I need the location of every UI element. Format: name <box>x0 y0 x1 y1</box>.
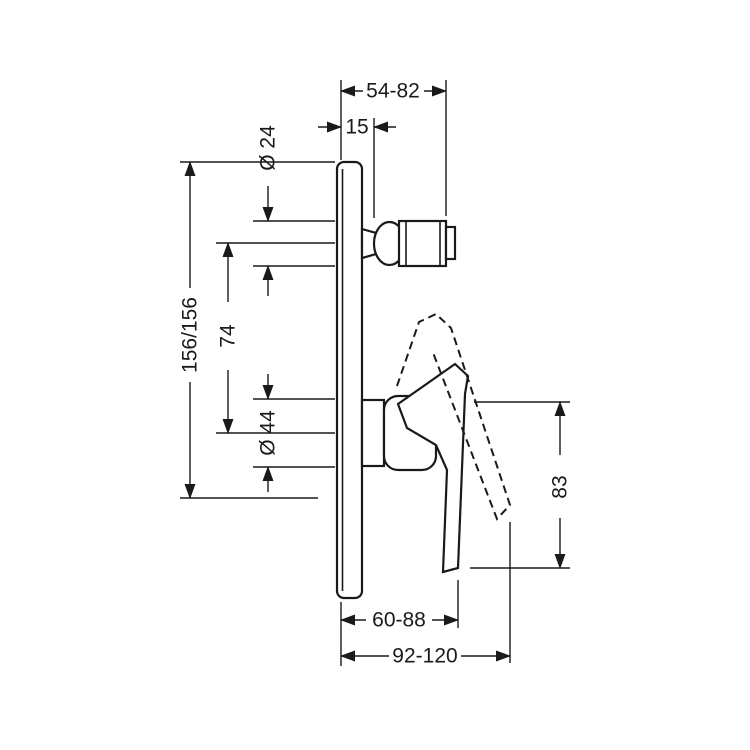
dimension-projection-range: 54-82 <box>340 80 447 103</box>
dimension-hub-diameter: Ø 44 <box>257 374 280 492</box>
dimension-label-center-distance: 74 <box>217 324 240 348</box>
mixer-side-view <box>335 160 512 600</box>
spout-end-cap <box>444 225 457 261</box>
dimension-plate-offset: 15 <box>318 116 396 139</box>
dimension-label-handle-projection-min: 60-88 <box>372 609 426 632</box>
extension-lines <box>180 80 570 666</box>
dimension-handle-projection-max: 92-120 <box>340 645 511 668</box>
spout-connector <box>360 219 457 268</box>
cartridge-sleeve <box>360 398 386 468</box>
dimension-label-plate-size: 156/156 <box>179 297 202 373</box>
dimension-label-spout-diameter: Ø 24 <box>257 125 280 171</box>
dimension-spout-diameter: Ø 24 <box>257 125 280 296</box>
dimension-label-hub-diameter: Ø 44 <box>257 410 280 456</box>
dimension-label-handle-projection-max: 92-120 <box>392 645 457 668</box>
dimension-label-handle-length: 83 <box>549 475 572 498</box>
dimension-label-plate-offset: 15 <box>345 116 368 139</box>
handle-lever-dashed-position <box>396 312 512 521</box>
handle-lever-solid <box>396 362 470 574</box>
escutcheon-plate <box>335 160 364 600</box>
dimension-handle-projection-min: 60-88 <box>340 609 459 632</box>
dimension-handle-length: 83 <box>549 401 572 569</box>
dimension-label-projection-range: 54-82 <box>366 80 420 103</box>
dimension-center-distance: 74 <box>217 242 240 434</box>
dimension-plate-size: 156/156 <box>179 161 202 499</box>
